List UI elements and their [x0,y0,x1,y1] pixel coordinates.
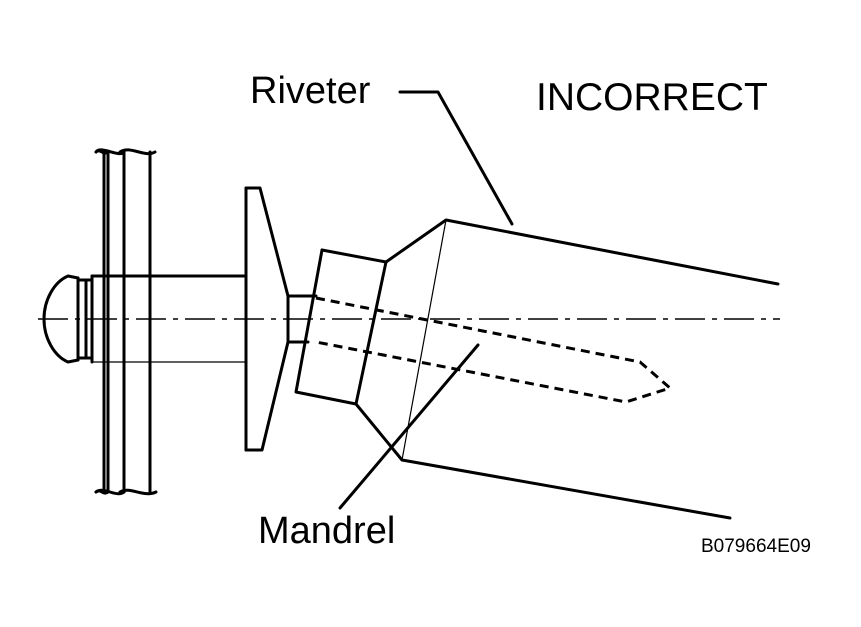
rivet-head [42,274,94,364]
panel-sheet [94,148,158,496]
figure-code: B079664E09 [701,536,811,557]
riveter-label: Riveter [250,70,371,112]
mandrel-leader-line [338,343,480,510]
rivet-body [90,274,248,363]
riveter-leader-line [398,90,514,226]
riveter-tool [294,218,780,520]
incorrect-status-label: INCORRECT [536,76,768,119]
mandrel-label: Mandrel [258,510,396,552]
mandrel-hidden [315,296,674,404]
